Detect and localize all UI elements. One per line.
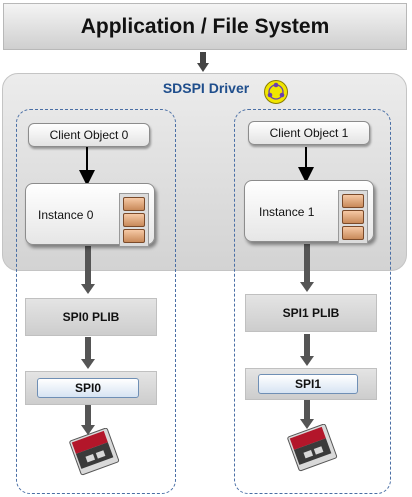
register-block bbox=[342, 194, 364, 208]
driver-badge-icon bbox=[264, 80, 288, 104]
client-object-1: Client Object 1 bbox=[248, 121, 370, 145]
instance-1-label: Instance 1 bbox=[259, 205, 315, 219]
column-0-boundary bbox=[16, 109, 176, 494]
register-block bbox=[342, 210, 364, 224]
client-object-0: Client Object 0 bbox=[28, 123, 150, 147]
register-block bbox=[123, 197, 145, 211]
register-block bbox=[123, 213, 145, 227]
sd-card-icon bbox=[287, 424, 338, 472]
sd-card-icon bbox=[69, 428, 120, 476]
instance-0-registers bbox=[119, 193, 149, 247]
instance-0-box: Instance 0 bbox=[25, 183, 155, 247]
column-1-boundary bbox=[234, 109, 391, 494]
instance-1-box: Instance 1 bbox=[244, 180, 374, 244]
driver-title: SDSPI Driver bbox=[162, 80, 250, 96]
spi1-peripheral: SPI1 bbox=[258, 374, 358, 394]
register-block bbox=[342, 226, 364, 240]
instance-1-registers bbox=[338, 190, 368, 244]
register-block bbox=[123, 229, 145, 243]
application-file-system-bar: Application / File System bbox=[3, 3, 407, 50]
instance-0-label: Instance 0 bbox=[38, 208, 94, 222]
spi1-plib: SPI1 PLIB bbox=[245, 294, 377, 332]
spi0-plib: SPI0 PLIB bbox=[25, 298, 157, 336]
spi0-peripheral: SPI0 bbox=[37, 378, 139, 398]
